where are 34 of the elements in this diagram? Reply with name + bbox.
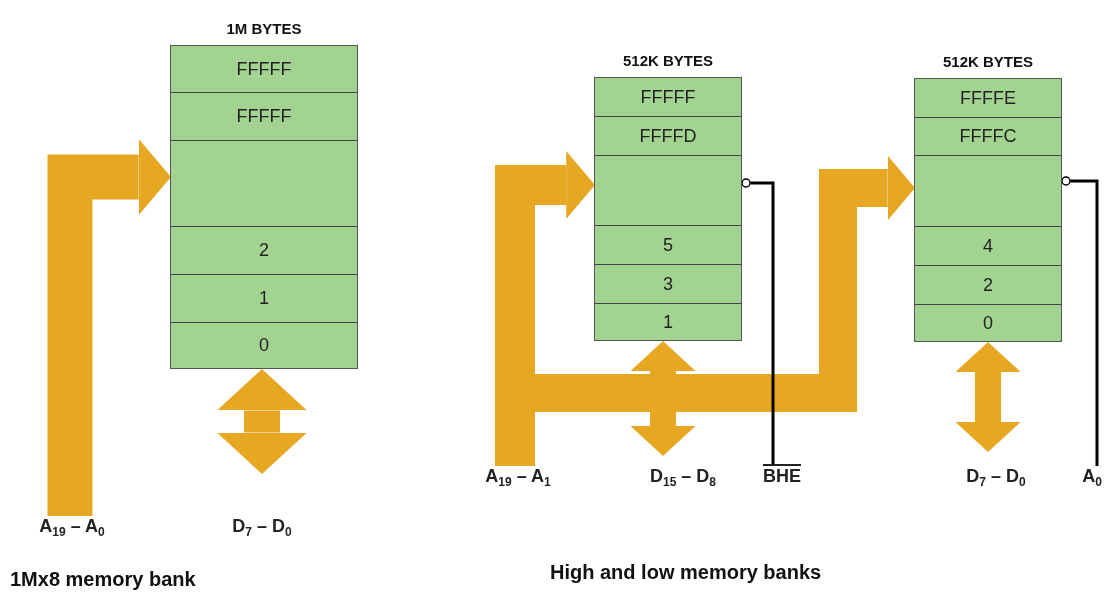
cell-address: FFFFD [639, 125, 697, 147]
signal-label: A$_{19}$ – A$_{0}$ [39, 516, 105, 537]
address-bus-arrow [47, 138, 171, 516]
cell-address: 5 [663, 234, 673, 256]
cell-address: 1 [259, 288, 269, 309]
cell-address: 3 [663, 273, 673, 295]
address-bus-arrow [495, 151, 595, 466]
data-bus-arrow [955, 342, 1021, 452]
signal-label: D$_{7}$ – D$_{0}$ [232, 516, 292, 537]
data-bus-arrow [630, 341, 696, 456]
cell-address: FFFFF [236, 58, 292, 80]
signal-label: D$_{7}$ – D$_{0}$ [966, 466, 1026, 487]
control-line [741, 178, 775, 466]
signal-label: A$_{0}$ [1082, 466, 1102, 487]
caption: High and low memory banks [550, 561, 822, 584]
signal-label: BHE [763, 466, 801, 487]
bank-size-heading: 512K BYTES [621, 52, 714, 69]
bank-size-heading: 1M BYTES [225, 20, 303, 37]
cell-address: 0 [259, 335, 269, 356]
cell-address: FFFFC [959, 126, 1017, 147]
cell-address: FFFFE [960, 87, 1016, 109]
cell-address: 2 [259, 240, 269, 261]
cell-address: 2 [983, 274, 993, 296]
bank-size-heading: 512K BYTES [941, 53, 1034, 70]
cell-address: FFFFF [640, 86, 696, 108]
cell-address: 0 [983, 312, 993, 334]
caption: 1Mx8 memory bank [10, 568, 196, 591]
cell-address: 1 [663, 311, 673, 333]
cell-address: 4 [983, 235, 993, 257]
cell-address: FFFFF [236, 106, 292, 127]
data-bus-arrow [217, 369, 307, 474]
signal-label: D$_{15}$ – D$_{8}$ [649, 466, 717, 487]
control-line [1061, 176, 1099, 466]
signal-label: A$_{19}$ – A$_{1}$ [485, 466, 551, 487]
